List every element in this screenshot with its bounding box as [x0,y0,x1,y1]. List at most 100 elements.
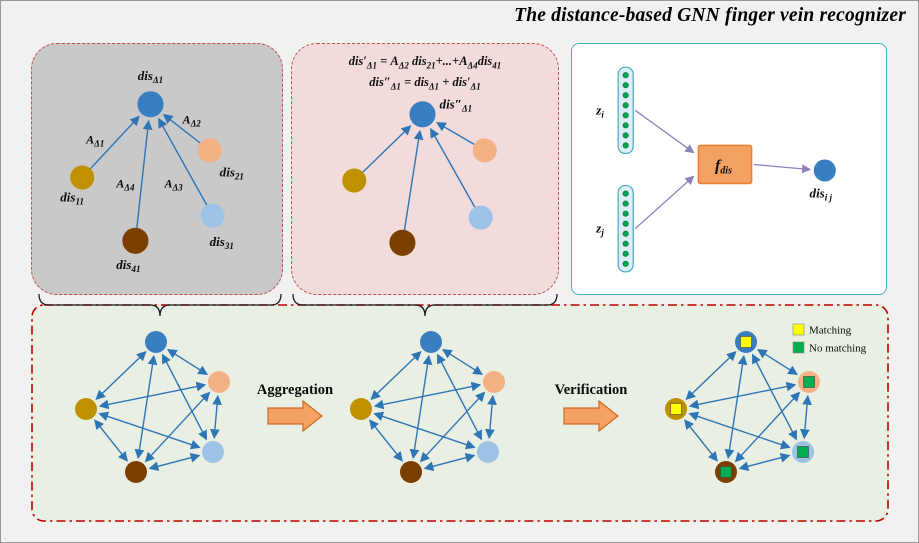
edge-dis31-to-center [158,117,208,206]
graph-edge [94,419,128,462]
graph-edge [98,381,207,410]
graph-edge [685,350,737,401]
graph-edge [485,394,497,440]
zi-label: zi [595,102,604,119]
graph-edge [738,452,791,472]
panel-graph-pipeline: Aggregation Verification Matching No mat… [31,304,889,522]
graph-edge [210,394,222,440]
graph-edge [148,452,201,472]
feature-dot [622,92,629,99]
panel-aggregation: dis′Δ1 = AΔ2 dis21+...+AΔ4dis41 dis″Δ1 =… [291,43,559,295]
graph-node [400,461,422,483]
node-dis31 [200,203,225,228]
brace-right-icon [292,293,558,317]
legend-matching-swatch [792,323,805,336]
matching-marker [670,403,682,415]
graph-samples [75,331,230,483]
edge-dis41-to-center [136,119,153,228]
feature-dot [622,230,629,237]
feature-dot [622,112,629,119]
feature-dot [622,190,629,197]
legend-matching-label: Matching [809,325,852,337]
graph-node [420,331,442,353]
no-matching-marker [797,446,809,458]
aggregation-arrow-icon [267,399,323,433]
zi-to-fdis-arrow [634,109,695,154]
updated-center-label: dis″Δ1 [440,96,473,113]
feature-dot [622,72,629,79]
graph-edge [752,353,797,441]
node-dis41 [122,227,149,254]
aggregation-label: Aggregation [257,382,333,398]
zj-label: zj [595,221,604,238]
center-node-label: disΔ1 [138,68,163,85]
graph-node [483,371,505,393]
feature-vector-zi [617,66,634,155]
graph-edge [370,350,422,401]
edge-weight-a1: AΔ1 [85,132,104,148]
graph-edge [688,381,797,410]
brace-left-icon [38,293,282,317]
aggregation-formulas: dis′Δ1 = AΔ2 dis21+...+AΔ4dis41 dis″Δ1 =… [292,52,558,94]
edge-dis11-to-center [89,115,140,170]
zj-to-fdis-arrow [634,175,695,230]
fdis-label: fdis [715,158,732,177]
graph-node [125,461,147,483]
graph-verified [665,331,820,483]
label-dis41: dis41 [116,257,140,274]
edge-brown-to-center [403,129,424,231]
output-distance-label: disi j [810,186,833,203]
star-edges [362,122,476,231]
graph-edge [684,419,718,462]
grouping-braces [38,293,558,317]
graph-edge [369,419,403,462]
legend-no-matching-label: No matching [809,343,867,355]
label-dis31: dis31 [210,234,234,251]
feature-dot [622,220,629,227]
graph-edge [800,394,812,440]
graph-samples [350,331,505,483]
verification-arrow-icon [563,399,619,433]
node-brown [389,229,416,256]
zi-feature-dots [622,72,629,149]
graph-edge [95,350,147,401]
graph-edge [756,349,799,375]
graph-node [350,398,372,420]
edge-weight-a4: AΔ4 [115,177,135,193]
center-node-updated [409,101,436,128]
panel-distance-function: zi zj fdis disi j [571,43,887,295]
formula-update: dis″Δ1 = disΔ1 + dis′Δ1 [369,75,481,92]
graph-edge [134,354,158,460]
feature-dot [622,250,629,257]
feature-dot [622,240,629,247]
panel-distance-star: disΔ1 dis11 dis21 dis31 dis41 AΔ1 AΔ2 AΔ… [31,43,283,295]
graph-sequence [75,331,820,483]
formula-weighted-sum: dis′Δ1 = AΔ2 dis21+...+AΔ4dis41 [348,54,502,71]
graph-edge [441,349,484,375]
graph-edge [409,354,433,460]
graph-node [208,371,230,393]
label-dis21: dis21 [220,165,244,182]
verification-label: Verification [555,382,628,398]
feature-dot [622,200,629,207]
graph-edge [724,354,748,460]
feature-dot [622,260,629,267]
edge-weight-a3: AΔ3 [163,177,183,193]
node-orange [472,138,497,163]
graph-edge [423,452,476,472]
edge-orange-to-center [435,122,475,146]
matching-marker [740,336,752,348]
feature-dot [622,132,629,139]
graph-node [477,441,499,463]
output-distance-node [813,159,836,182]
no-matching-marker [803,376,815,388]
edge-lightblue-to-center [430,127,476,208]
no-matching-marker [720,466,732,478]
graph-edge [437,353,482,441]
feature-dot [622,82,629,89]
star-edges [89,113,208,228]
fdis-box [697,144,753,185]
legend-no-matching-swatch [792,341,805,354]
zj-feature-dots [622,190,629,267]
